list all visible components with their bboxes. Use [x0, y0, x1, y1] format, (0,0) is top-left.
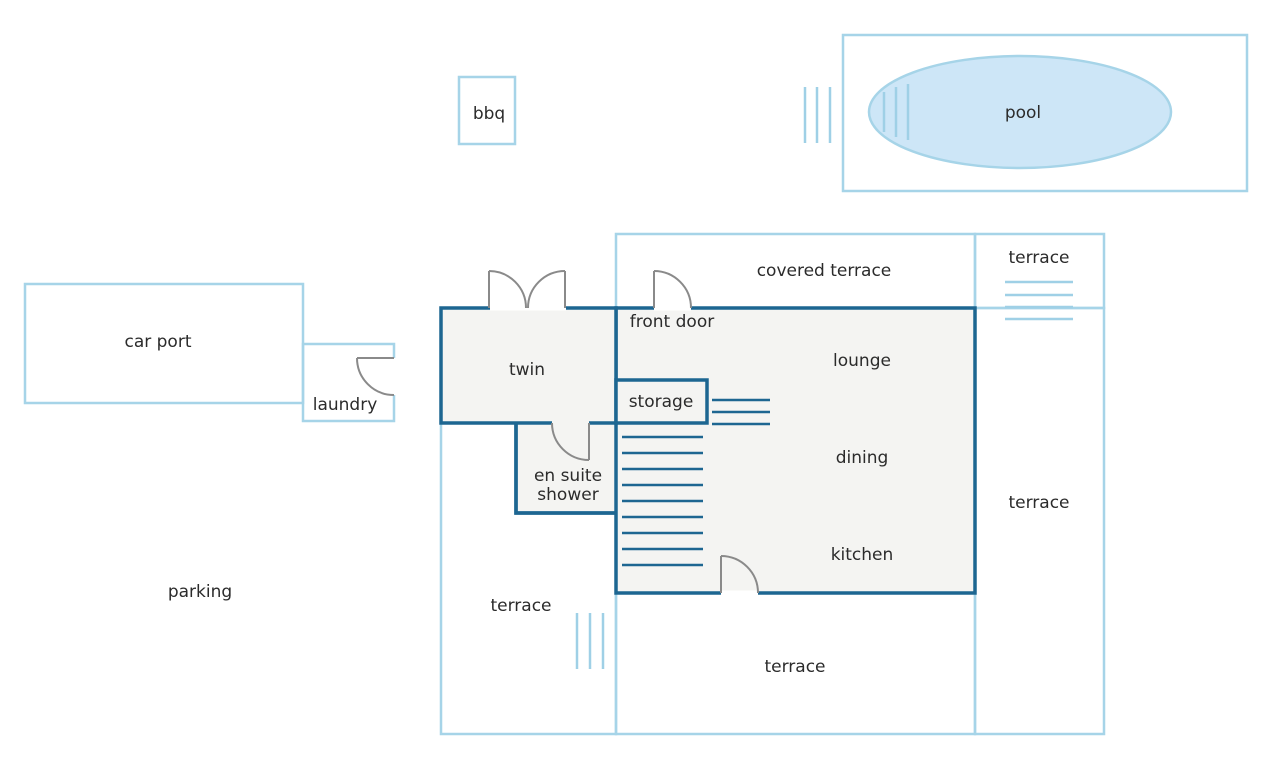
label-bbq: bbq	[473, 104, 505, 124]
label-twin: twin	[509, 360, 545, 380]
pool-area	[803, 33, 1249, 193]
storage-side-stairs	[712, 398, 770, 426]
twin-double-door	[488, 270, 566, 311]
pool-steps	[882, 84, 910, 140]
label-kitchen: kitchen	[831, 545, 894, 565]
terrace-top-right-outline	[973, 232, 1106, 310]
label-en-suite: en suite	[534, 466, 602, 486]
terrace-steps-left	[575, 613, 605, 669]
pool-deck-outline	[841, 33, 1249, 193]
label-terrace-top-right: terrace	[1008, 248, 1069, 268]
en-suite-door	[551, 420, 590, 461]
storage-room	[614, 378, 709, 425]
en-suite-wall-line	[514, 423, 616, 515]
label-dining: dining	[836, 448, 889, 468]
kitchen-door	[720, 555, 759, 596]
label-lounge: lounge	[833, 351, 891, 371]
label-covered-terrace: covered terrace	[757, 261, 892, 281]
label-front-door: front door	[630, 312, 714, 332]
front-door	[653, 270, 692, 311]
laundry-door	[356, 357, 397, 396]
label-terrace-right: terrace	[1008, 493, 1069, 513]
label-shower: shower	[537, 485, 598, 505]
label-parking: parking	[168, 582, 232, 602]
interior-stairs	[622, 435, 703, 567]
main-living-room	[614, 306, 977, 595]
label-pool: pool	[1005, 103, 1041, 123]
bbq-outline	[457, 75, 517, 146]
label-laundry: laundry	[313, 395, 378, 415]
en-suite-floor	[518, 425, 614, 511]
pool-entry-steps	[803, 87, 832, 143]
terrace-steps-top-right	[1005, 280, 1073, 321]
label-terrace-bottom: terrace	[764, 657, 825, 677]
label-storage: storage	[629, 392, 694, 412]
label-car-port: car port	[124, 332, 191, 352]
pool-water	[867, 54, 1173, 170]
label-terrace-left: terrace	[490, 596, 551, 616]
terrace-right-outline	[973, 306, 1106, 736]
